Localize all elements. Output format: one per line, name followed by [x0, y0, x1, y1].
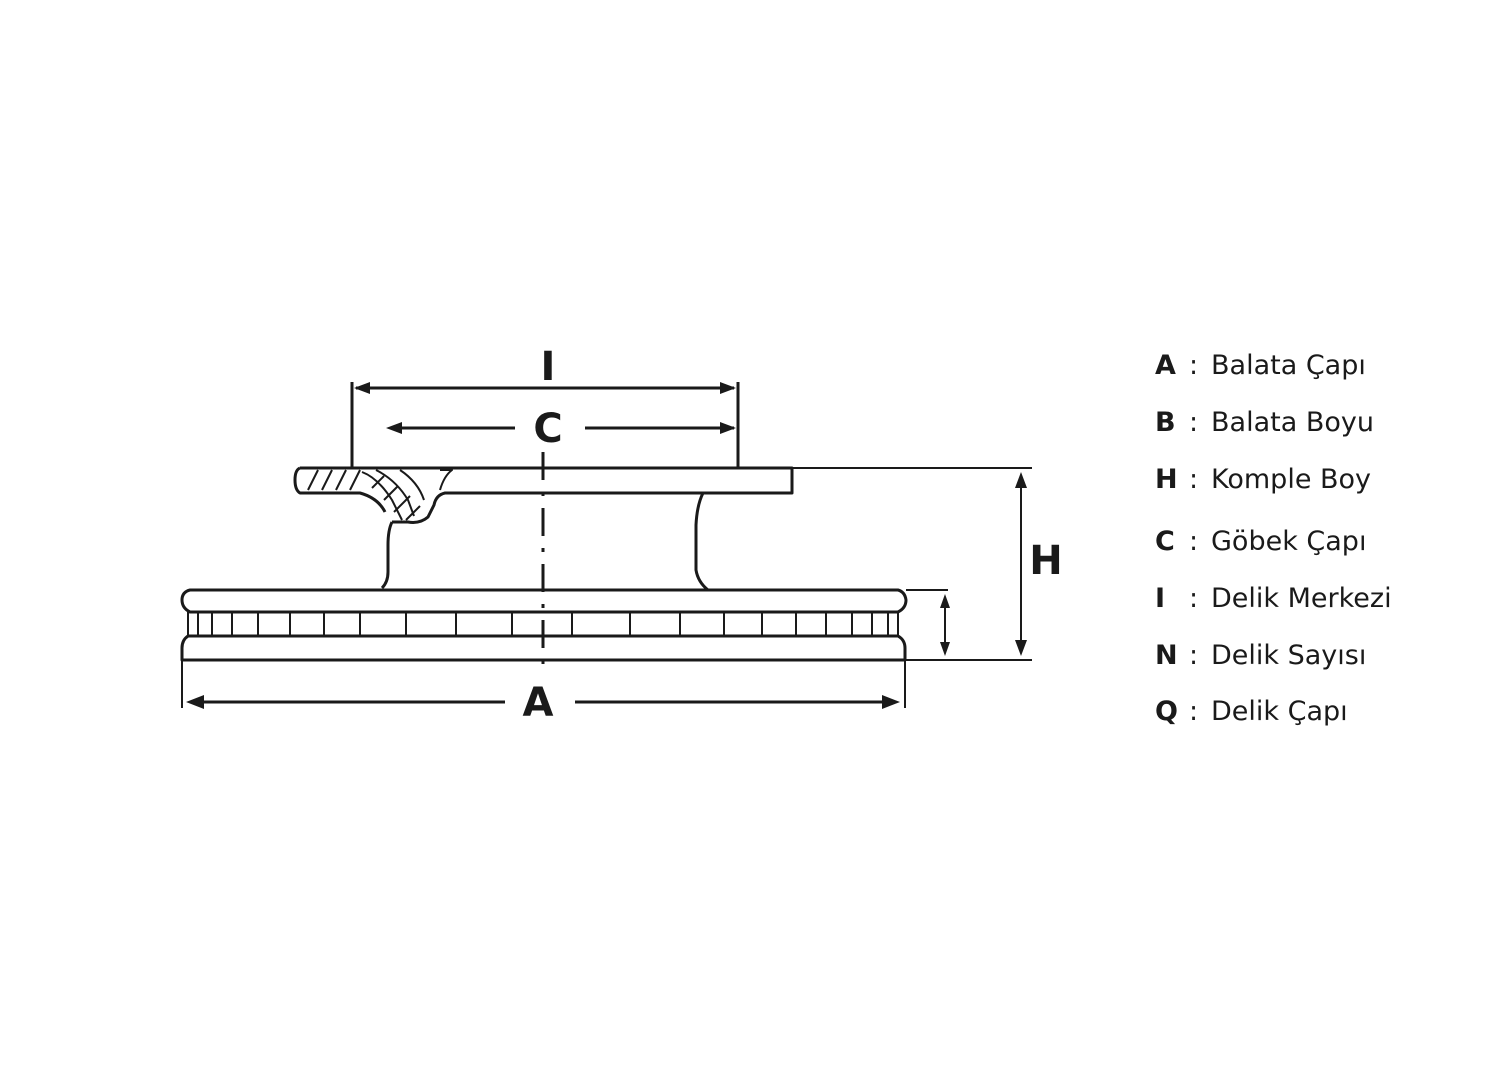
- hub-flange-left-edge: [293, 466, 387, 513]
- legend-separator: :: [1189, 696, 1199, 727]
- legend-text: Delik Çapı: [1211, 696, 1348, 727]
- dim-label-C: C: [533, 406, 562, 452]
- legend-text: Delik Sayısı: [1211, 640, 1367, 671]
- rotor-top-plate: [180, 588, 908, 614]
- dim-C-arrow-left: [386, 422, 402, 434]
- legend-row-C: C: Göbek Çapı: [1155, 526, 1366, 566]
- dim-B-arrow-bottom: [940, 642, 950, 656]
- dim-I-arrow-left: [354, 382, 370, 394]
- legend-key: A: [1155, 350, 1176, 381]
- hub-wall-right: [694, 492, 709, 592]
- legend-row-I: I: Delik Merkezi: [1155, 583, 1392, 623]
- legend-key: H: [1155, 464, 1178, 495]
- dim-label-H: H: [1029, 538, 1062, 584]
- dim-I-arrow-right: [720, 382, 736, 394]
- legend-text: Delik Merkezi: [1211, 583, 1392, 614]
- legend-row-Q: Q: Delik Çapı: [1155, 696, 1348, 736]
- dim-A-arrow-right: [882, 695, 900, 709]
- dim-A-arrow-left: [186, 695, 204, 709]
- legend-text: Göbek Çapı: [1211, 526, 1367, 557]
- dim-label-A: A: [523, 680, 554, 726]
- legend-separator: :: [1189, 583, 1199, 614]
- dim-label-I: I: [541, 344, 556, 390]
- legend-row-B: B: Balata Boyu: [1155, 407, 1374, 447]
- legend-separator: :: [1189, 640, 1199, 671]
- legend-row-A: A: Balata Çapı: [1155, 350, 1366, 390]
- dim-B-arrow-top: [940, 594, 950, 608]
- hub-wall-left: [380, 521, 394, 590]
- legend-text: Balata Boyu: [1211, 407, 1374, 438]
- legend-key: C: [1155, 526, 1175, 557]
- legend-text: Komple Boy: [1211, 464, 1372, 495]
- legend-separator: :: [1189, 526, 1199, 557]
- legend-text: Balata Çapı: [1211, 350, 1366, 381]
- legend-key: N: [1155, 640, 1178, 671]
- legend-key: Q: [1155, 696, 1178, 727]
- dim-H-arrow-top: [1015, 472, 1027, 488]
- legend-separator: :: [1189, 407, 1199, 438]
- legend-key: I: [1155, 583, 1166, 614]
- hub-flange: [300, 466, 794, 524]
- legend-key: B: [1155, 407, 1176, 438]
- dim-H-arrow-bottom: [1015, 640, 1027, 656]
- hatched-section: [307, 469, 453, 521]
- legend-separator: :: [1189, 464, 1199, 495]
- rotor-vanes: [197, 612, 889, 636]
- legend-separator: :: [1189, 350, 1199, 381]
- legend-row-N: N: Delik Sayısı: [1155, 640, 1366, 680]
- dim-C-arrow-right: [720, 422, 736, 434]
- legend-row-H: H: Komple Boy: [1155, 464, 1371, 504]
